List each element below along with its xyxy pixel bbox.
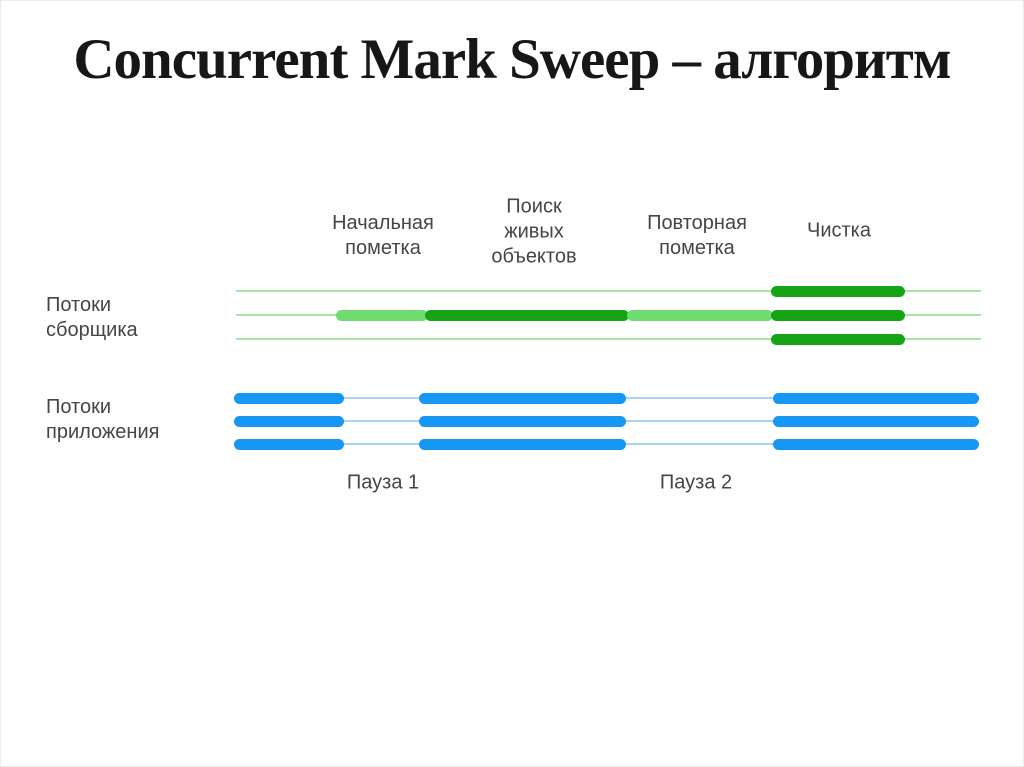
collector-threads-bar [771,309,905,321]
collector-threads-bar [425,309,629,321]
pause-label: Пауза 2 [659,471,733,494]
application-threads-bar [419,415,626,427]
phase-label: Чистка [807,219,871,242]
application-threads-bar [234,438,344,450]
collector-threads-bar [771,285,905,297]
application-threads-bar [773,415,979,427]
application-threads-bar [419,392,626,404]
lane-label: Потоки сборщика [46,294,138,341]
slide-title: Concurrent Mark Sweep – алгоритм [73,28,951,91]
collector-threads-bar [627,309,773,321]
collector-threads-track-line [236,290,981,292]
collector-threads-bar [771,333,905,345]
application-threads-bar [234,415,344,427]
application-threads-bar [419,438,626,450]
lane-label: Потоки приложения [46,396,160,443]
phase-label: Начальная пометка [332,212,434,259]
application-threads-bar [773,438,979,450]
collector-threads-track-line [236,338,981,340]
collector-threads-bar [336,309,428,321]
phase-label: Повторная пометка [647,212,747,259]
phase-label: Поиск живых объектов [491,195,577,268]
application-threads-bar [234,392,344,404]
pause-label: Пауза 1 [346,471,420,494]
application-threads-bar [773,392,979,404]
